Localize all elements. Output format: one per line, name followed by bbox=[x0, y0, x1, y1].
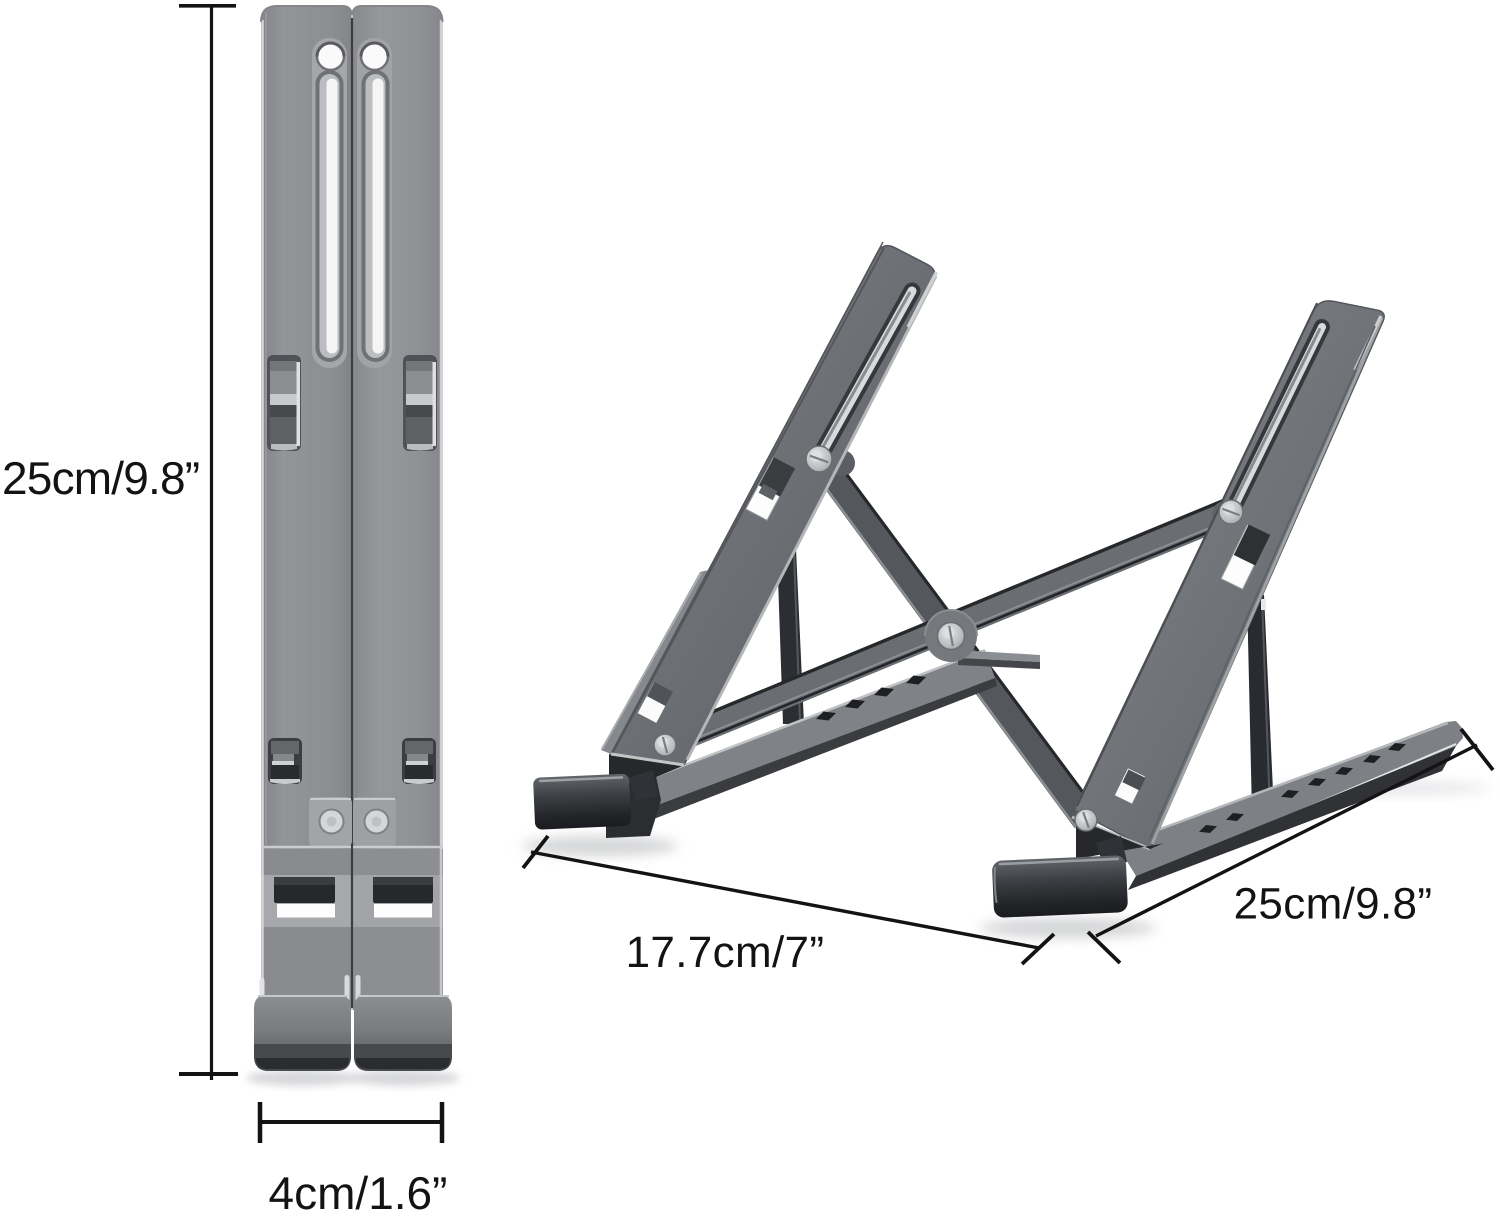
svg-text:17.7cm/7”: 17.7cm/7” bbox=[626, 928, 825, 977]
svg-text:25cm/9.8”: 25cm/9.8” bbox=[2, 452, 199, 504]
svg-text:25cm/9.8”: 25cm/9.8” bbox=[1234, 880, 1433, 929]
svg-text:4cm/1.6”: 4cm/1.6” bbox=[269, 1167, 448, 1216]
